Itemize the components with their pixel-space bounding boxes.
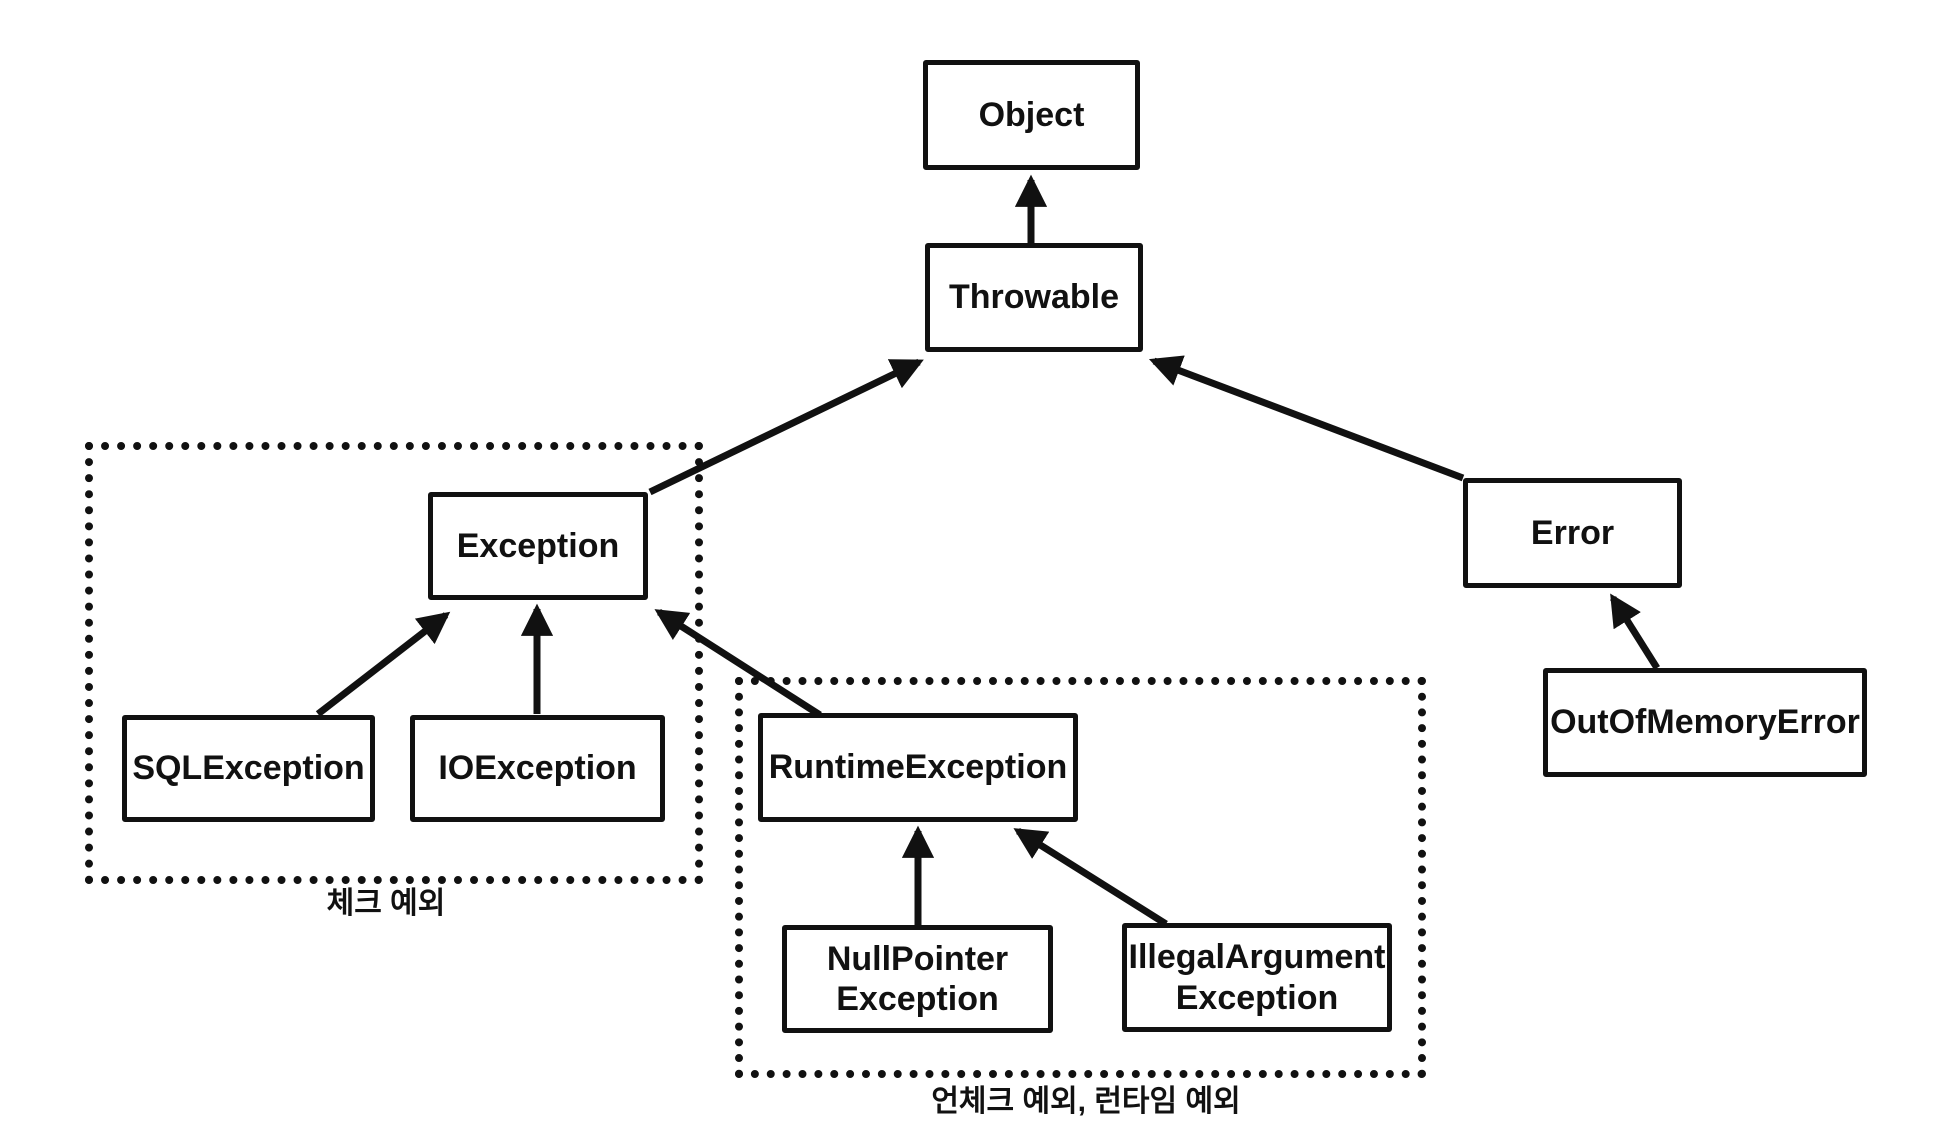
arrow-exception-to-throwable xyxy=(648,358,924,496)
node-runtime-exception: RuntimeException xyxy=(758,713,1078,822)
arrow-illegalargument-to-runtime xyxy=(1013,828,1168,927)
checked-exceptions-caption: 체크 예외 xyxy=(326,887,446,920)
node-error-label: Error xyxy=(1530,513,1615,552)
node-null-pointer-exception: NullPointer Exception xyxy=(782,925,1053,1033)
node-object: Object xyxy=(923,60,1140,170)
node-illegal-argument-exception: IllegalArgument Exception xyxy=(1122,923,1392,1032)
node-object-label: Object xyxy=(978,95,1085,134)
node-out-of-memory-error-label: OutOfMemoryError xyxy=(1550,703,1860,742)
checked-exceptions-group-box xyxy=(85,442,703,884)
node-error: Error xyxy=(1463,478,1682,588)
arrow-sqlexception-to-exception xyxy=(315,611,451,717)
node-io-exception: IOException xyxy=(410,715,665,822)
arrow-outofmemory-to-error xyxy=(1610,593,1660,670)
arrow-error-to-throwable xyxy=(1148,355,1465,482)
node-illegal-argument-exception-label: IllegalArgument Exception xyxy=(1128,938,1386,1017)
node-null-pointer-exception-label: NullPointer Exception xyxy=(826,939,1009,1018)
arrow-runtimeexception-to-exception xyxy=(654,609,822,718)
node-exception: Exception xyxy=(428,492,648,600)
node-sql-exception: SQLException xyxy=(122,715,375,822)
node-io-exception-label: IOException xyxy=(438,749,637,788)
node-throwable: Throwable xyxy=(925,243,1143,352)
node-sql-exception-label: SQLException xyxy=(132,749,365,788)
unchecked-exceptions-caption: 언체크 예외, 런타임 예외 xyxy=(931,1085,1241,1118)
node-throwable-label: Throwable xyxy=(948,278,1120,317)
node-out-of-memory-error: OutOfMemoryError xyxy=(1543,668,1867,777)
unchecked-exceptions-group-box xyxy=(735,677,1426,1078)
node-exception-label: Exception xyxy=(456,526,620,565)
node-runtime-exception-label: RuntimeException xyxy=(768,748,1068,787)
